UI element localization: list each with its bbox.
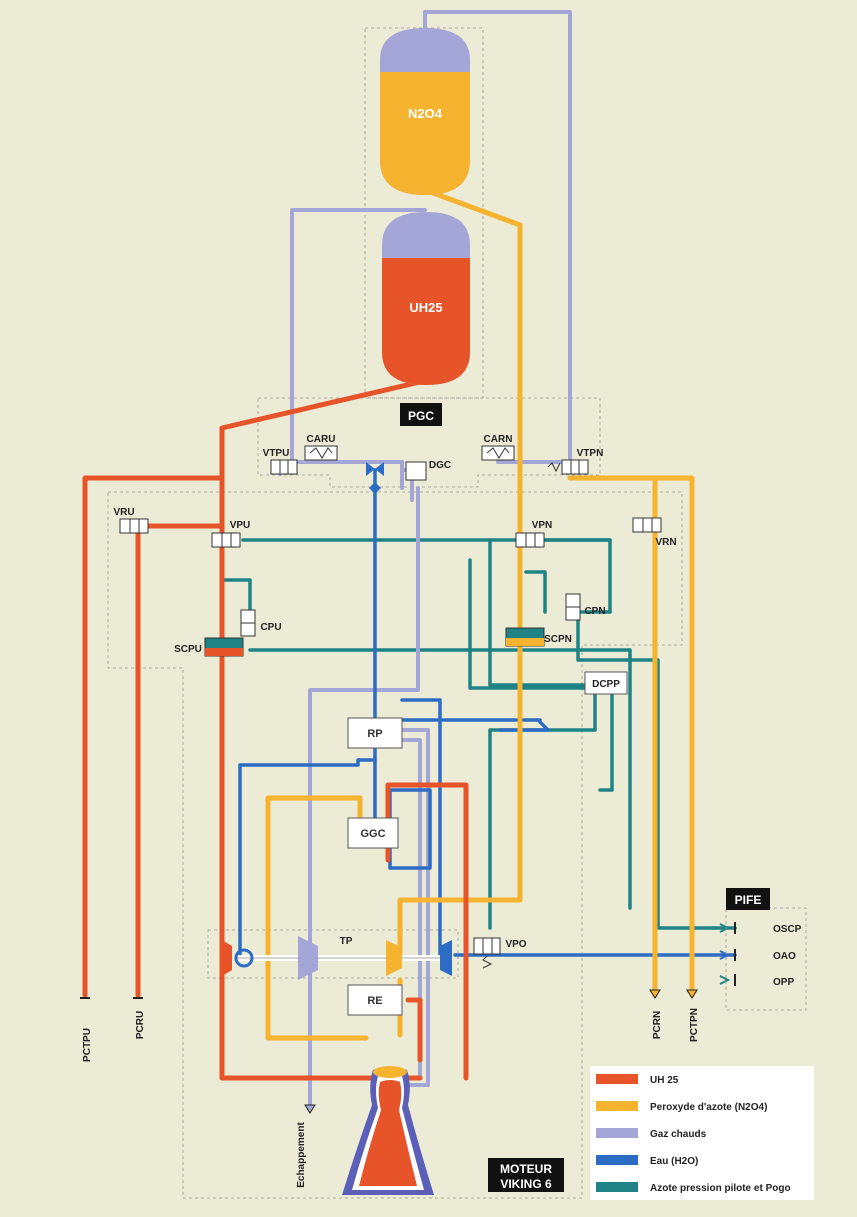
caru-check-valve: CARU: [304, 434, 338, 461]
water-tank-valve: [366, 462, 384, 494]
output-pcrn: PCRN: [652, 1011, 663, 1039]
legend-label-n2o4: Peroxyde d'azote (N2O4): [650, 1102, 767, 1113]
legend-swatch-gas: [596, 1128, 638, 1138]
scpu-accumulator: SCPU: [174, 637, 244, 657]
dgc-unit: DGC: [405, 460, 451, 481]
legend-label-water: Eau (H2O): [650, 1156, 698, 1167]
pgc-tag: PGC: [400, 403, 442, 426]
vtpu-valve: VTPU: [263, 448, 298, 475]
pgc-zone-outline: [257, 397, 601, 488]
cpu-regulator: CPU: [240, 609, 282, 637]
svg-text:GGC: GGC: [360, 828, 385, 840]
nitrogen-lines: [222, 538, 737, 930]
n2o4-lines: [265, 187, 695, 1041]
svg-text:CARN: CARN: [484, 434, 513, 445]
turbopump: TP: [222, 936, 452, 980]
svg-text:VPU: VPU: [230, 520, 251, 531]
legend: UH 25 Peroxyde d'azote (N2O4) Gaz chauds…: [590, 1066, 814, 1200]
svg-text:TP: TP: [340, 936, 353, 947]
turbopump-zone-outline: [207, 929, 459, 979]
svg-text:SCPU: SCPU: [174, 644, 202, 655]
water-lines: [238, 468, 737, 958]
legend-label-nitrogen: Azote pression pilote et Pogo: [650, 1183, 791, 1194]
svg-text:VRU: VRU: [113, 507, 134, 518]
scpn-accumulator: SCPN: [505, 627, 572, 647]
vpu-valve: VPU: [211, 520, 251, 548]
svg-text:VTPN: VTPN: [577, 448, 604, 459]
uh25-lines: [82, 379, 469, 1081]
re-box: RE: [347, 984, 403, 1016]
legend-label-gas: Gaz chauds: [650, 1129, 707, 1140]
cpn-regulator: CPN: [565, 593, 606, 621]
svg-text:VPO: VPO: [505, 939, 526, 950]
svg-text:DCPP: DCPP: [592, 679, 620, 690]
vru-valve: VRU: [113, 507, 149, 534]
dcpp-box: DCPP: [584, 671, 628, 695]
engine-tag: MOTEUR VIKING 6: [488, 1158, 564, 1192]
output-oscp: OSCP: [773, 924, 802, 935]
output-terminals: [80, 922, 736, 1114]
vtpn-valve: VTPN: [547, 448, 604, 475]
output-pctpn: PCTPN: [689, 1008, 700, 1042]
output-pctpu: PCTPU: [82, 1028, 93, 1062]
svg-text:RP: RP: [367, 728, 382, 740]
engine-nozzle: [342, 1066, 434, 1195]
svg-text:VIKING 6: VIKING 6: [500, 1177, 552, 1191]
svg-text:VPN: VPN: [532, 520, 553, 531]
output-pcru: PCRU: [135, 1011, 146, 1039]
output-echappement: Echappement: [296, 1122, 307, 1188]
svg-text:MOTEUR: MOTEUR: [500, 1162, 552, 1176]
regulation-zone-outline: [107, 491, 683, 1199]
svg-text:SCPN: SCPN: [544, 634, 572, 645]
oxidizer-tank-label: N2O4: [408, 106, 443, 121]
vpo-valve: VPO: [473, 937, 527, 969]
svg-text:PIFE: PIFE: [735, 893, 762, 907]
svg-text:VTPU: VTPU: [263, 448, 290, 459]
legend-swatch-nitrogen: [596, 1182, 638, 1192]
output-opp: OPP: [773, 977, 794, 988]
legend-swatch-uh25: [596, 1074, 638, 1084]
svg-text:RE: RE: [367, 995, 382, 1007]
svg-text:DGC: DGC: [429, 460, 451, 471]
svg-text:CARU: CARU: [307, 434, 336, 445]
svg-text:VRN: VRN: [655, 537, 676, 548]
ggc-box: GGC: [347, 817, 399, 849]
oxidizer-tank: N2O4: [380, 28, 470, 195]
legend-label-uh25: UH 25: [650, 1075, 679, 1086]
pife-group: PIFE OSCP OAO OPP: [725, 888, 807, 1011]
legend-swatch-n2o4: [596, 1101, 638, 1111]
fuel-tank: UH25: [382, 212, 470, 385]
rp-box: RP: [347, 717, 403, 749]
vrn-valve: VRN: [632, 517, 677, 548]
svg-text:PGC: PGC: [408, 409, 434, 423]
svg-text:CPU: CPU: [260, 622, 281, 633]
output-oao: OAO: [773, 951, 796, 962]
svg-text:CPN: CPN: [584, 606, 605, 617]
carn-check-valve: CARN: [481, 434, 515, 461]
legend-swatch-water: [596, 1155, 638, 1165]
vpn-valve: VPN: [515, 520, 553, 548]
fuel-tank-label: UH25: [409, 300, 442, 315]
